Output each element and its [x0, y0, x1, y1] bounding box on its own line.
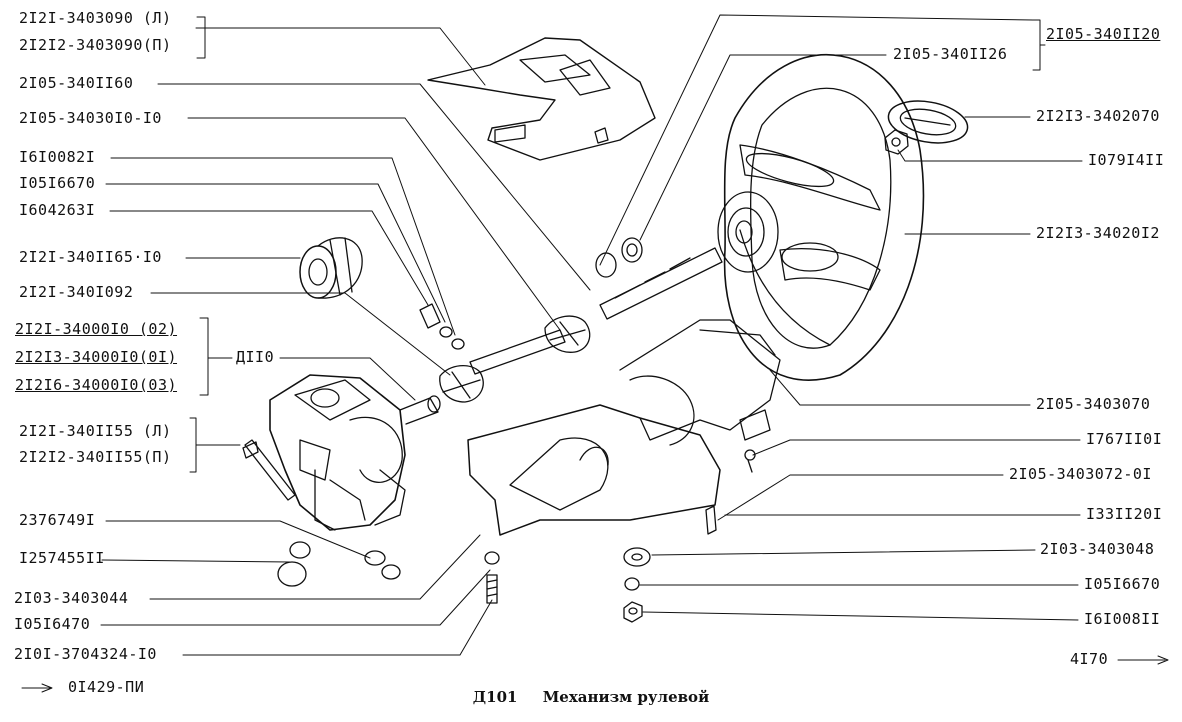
part-label: 2I03-3403044: [14, 589, 129, 607]
part-label: 2I05-3403070: [1036, 395, 1151, 413]
part-label: 2I05-340II60: [19, 74, 134, 92]
part-label: I05I6670: [19, 174, 96, 192]
part-label: I257455II: [19, 549, 105, 567]
leader-lines: [21, 14, 1169, 693]
part-label: 2I05-3403072-0I: [1009, 465, 1152, 483]
diagram-code: Д101: [472, 688, 518, 706]
rubber-boot: [299, 237, 363, 299]
part-label: 2I2I3-34000I0(0I): [15, 348, 178, 366]
part-label: I079I4II: [1088, 151, 1165, 169]
diagram-title: Механизм рулевой: [542, 688, 710, 706]
part-label: 2I03-3403048: [1040, 540, 1155, 558]
part-label: 2I2I-340I092: [19, 283, 134, 301]
wheel-nut: [884, 129, 909, 155]
part-label: 2I2I-3403090 (Л): [19, 9, 172, 27]
part-label: 2I05-340II26: [893, 45, 1008, 63]
part-label: 2I2I6-34000I0(03): [15, 376, 178, 394]
part-label: 2I2I-340II55 (Л): [19, 422, 172, 440]
part-label: 2I2I-340II65·I0: [19, 248, 162, 266]
part-label: 2I2I2-3403090(П): [19, 36, 172, 54]
part-label: I05I6670: [1084, 575, 1161, 593]
part-label: 2I2I-34000I0 (02): [15, 320, 178, 338]
part-label: I604263I: [19, 201, 96, 219]
part-label: I05I6470: [14, 615, 91, 633]
steering-shaft: [439, 237, 723, 403]
part-label: 2I2I2-340II55(П): [19, 448, 172, 466]
diagram-caption: Д101 Механизм рулевой: [0, 688, 1182, 706]
horn-plate: [887, 100, 969, 144]
small-fasteners: [242, 303, 756, 623]
part-label: I6I0082I: [19, 148, 96, 166]
part-label: ДII0: [236, 348, 275, 366]
part-label: I33II20I: [1086, 505, 1163, 523]
part-label: 2I05-340II20: [1046, 25, 1161, 43]
part-label: 2I0I-3704324-I0: [14, 645, 157, 663]
upper-bracket: [427, 37, 656, 161]
part-label: 2I2I3-34020I2: [1036, 224, 1160, 242]
part-label: 0I429-ПИ: [68, 678, 145, 696]
part-label: 2376749I: [19, 511, 96, 529]
column-housing: [467, 319, 781, 536]
part-label: 2I2I3-3402070: [1036, 107, 1160, 125]
part-label: 2I05-34030I0-I0: [19, 109, 162, 127]
part-label: 4I70: [1070, 650, 1109, 668]
steering-gearbox: [269, 374, 441, 531]
part-label: I6I008II: [1084, 610, 1161, 628]
part-label: I767II0I: [1086, 430, 1163, 448]
steering-wheel: [717, 54, 925, 381]
